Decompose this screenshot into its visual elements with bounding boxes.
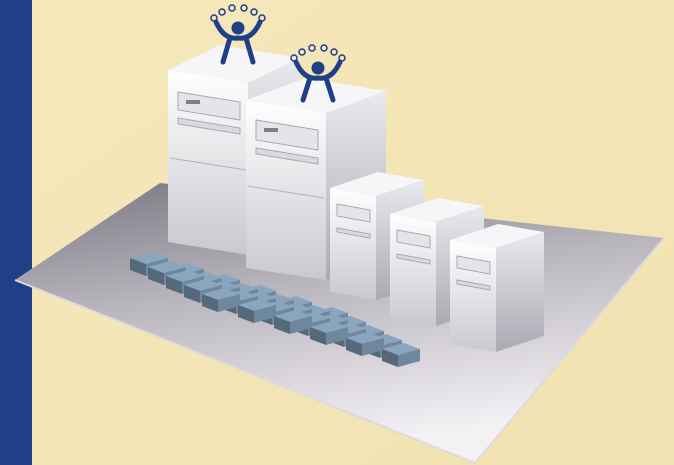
server-tower-icon xyxy=(450,224,544,352)
cover-spine xyxy=(0,0,32,465)
